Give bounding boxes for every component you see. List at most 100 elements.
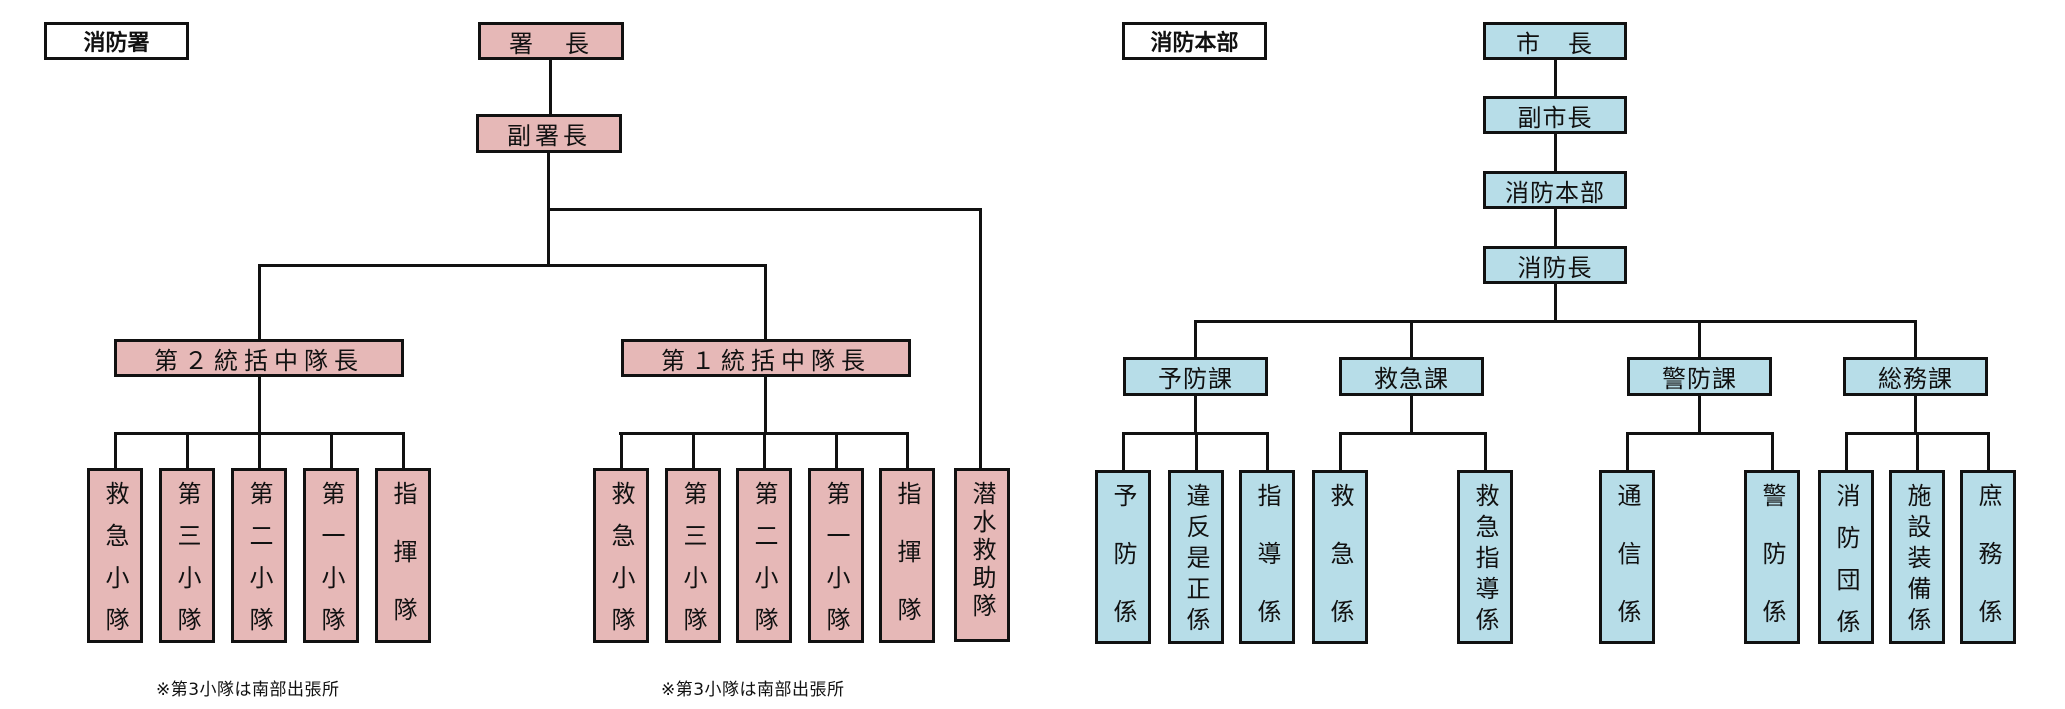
fire-hq-title: 消防本部 [1122, 22, 1267, 60]
unit-box-label: 第一小隊 [822, 481, 850, 649]
unit-box: 第二小隊 [231, 468, 287, 649]
connector-line [1914, 396, 1917, 434]
connector-line [258, 264, 261, 340]
connector-line [1194, 320, 1917, 323]
deputy-mayor-box: 副市長 [1483, 96, 1627, 134]
connector-line [692, 433, 695, 469]
unit-box: 第三小隊 [159, 468, 215, 649]
connector-line [764, 377, 767, 434]
unit-box: 指揮隊 [879, 468, 935, 655]
section-box-label: 施設装備係 [1903, 483, 1931, 638]
section-box-label: 救急指導係 [1471, 483, 1499, 638]
unit-box-label: 第三小隊 [679, 481, 707, 649]
footnote: ※第3小隊は南部出張所 [661, 680, 845, 700]
connector-line [763, 433, 766, 469]
unit-box: 第一小隊 [808, 468, 864, 649]
connector-line [1339, 432, 1342, 472]
connector-line [764, 264, 767, 340]
connector-line [1845, 432, 1848, 472]
unit-box-label: 救急小隊 [101, 481, 129, 649]
connector-line [549, 60, 552, 115]
connector-line [1194, 320, 1197, 358]
connector-line [114, 433, 117, 469]
section-box-label: 違反是正係 [1182, 483, 1210, 638]
unit-box: 救急小隊 [87, 468, 143, 649]
connector-line [1195, 432, 1198, 472]
station-chief-box: 署 長 [478, 22, 624, 60]
connector-line [1122, 432, 1125, 472]
connector-line [1554, 134, 1557, 172]
unit-box-label: 指揮隊 [893, 481, 921, 655]
section-box: 救急指導係 [1457, 470, 1513, 644]
section-box-label: 警防係 [1758, 483, 1786, 657]
fire-station-title: 消防署 [44, 22, 189, 60]
unit-box-label: 第二小隊 [245, 481, 273, 649]
section-box-label: 予防係 [1109, 483, 1137, 657]
unit-box-label: 指揮隊 [389, 481, 417, 655]
connector-line [1698, 396, 1701, 434]
unit-box-label: 第二小隊 [750, 481, 778, 649]
connector-line [1916, 432, 1919, 472]
connector-line [1626, 432, 1629, 472]
connector-line [1914, 320, 1917, 358]
section-box-label: 指導係 [1253, 483, 1281, 657]
connector-line [547, 208, 982, 211]
connector-line [1266, 432, 1269, 472]
connector-line [1771, 432, 1774, 472]
division-box: 救急課 [1339, 357, 1484, 396]
section-box: 救急係 [1312, 470, 1368, 657]
unit-box: 指揮隊 [375, 468, 431, 655]
connector-line [1484, 432, 1487, 472]
connector-line [258, 433, 261, 469]
section-box: 予防係 [1095, 470, 1151, 657]
connector-line [1987, 432, 1990, 472]
unit-box: 救急小隊 [593, 468, 649, 649]
section-box: 指導係 [1239, 470, 1295, 657]
division-box: 予防課 [1123, 357, 1268, 396]
section-box-label: 庶務係 [1974, 483, 2002, 657]
section-box: 警防係 [1744, 470, 1800, 657]
section-box: 違反是正係 [1168, 470, 1224, 644]
connector-line [1554, 284, 1557, 322]
section-box-label: 消防団係 [1832, 483, 1860, 651]
fire-hq-box: 消防本部 [1483, 171, 1627, 209]
unit-box: 第一小隊 [303, 468, 359, 649]
fire-chief-box: 消防長 [1483, 246, 1627, 284]
connector-line [906, 433, 909, 469]
connector-line [186, 433, 189, 469]
section-box-label: 救急係 [1326, 483, 1354, 657]
connector-line [620, 433, 623, 469]
connector-line [1698, 320, 1701, 358]
unit-box-label: 第三小隊 [173, 481, 201, 649]
connector-line [979, 208, 982, 469]
unit-box: 第二小隊 [736, 468, 792, 649]
connector-line [835, 433, 838, 469]
footnote: ※第3小隊は南部出張所 [156, 680, 340, 700]
connector-line [402, 433, 405, 469]
commander-1-box: 第１統括中隊長 [621, 339, 911, 377]
commander-2-box: 第２統括中隊長 [114, 339, 404, 377]
connector-line [330, 433, 333, 469]
section-box: 施設装備係 [1889, 470, 1945, 644]
mayor-box: 市 長 [1483, 22, 1627, 60]
section-box: 庶務係 [1960, 470, 2016, 657]
connector-line [1554, 59, 1557, 97]
diving-rescue-unit-box: 潜水救助隊 [954, 468, 1010, 642]
unit-box: 第三小隊 [665, 468, 721, 649]
deputy-chief-box: 副署長 [476, 114, 622, 153]
connector-line [1626, 432, 1774, 435]
connector-line [1339, 432, 1487, 435]
section-box: 消防団係 [1818, 470, 1874, 651]
division-box: 総務課 [1843, 357, 1988, 396]
connector-line [1410, 320, 1413, 358]
connector-line [1410, 396, 1413, 434]
section-box: 通信係 [1599, 470, 1655, 657]
section-box-label: 通信係 [1613, 483, 1641, 657]
unit-box-label: 第一小隊 [317, 481, 345, 649]
division-box: 警防課 [1627, 357, 1772, 396]
diving-rescue-unit-label: 潜水救助隊 [968, 481, 996, 621]
connector-line [258, 377, 261, 434]
connector-line [258, 264, 766, 267]
unit-box-label: 救急小隊 [607, 481, 635, 649]
connector-line [1194, 396, 1197, 434]
